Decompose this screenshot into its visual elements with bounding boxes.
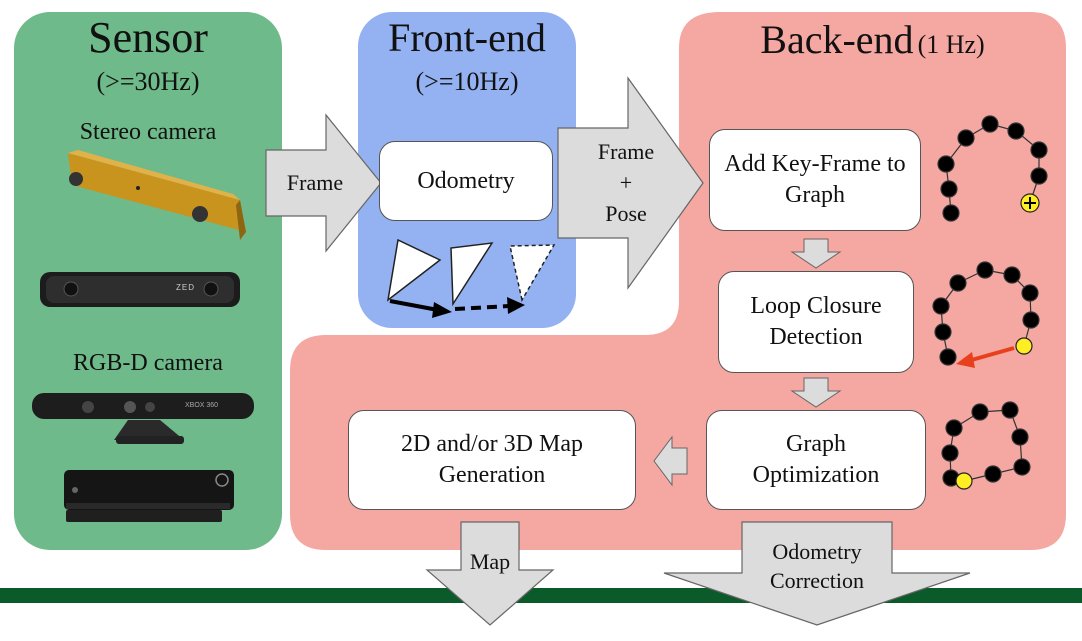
backend-title-group: Back-end (1 Hz) — [679, 14, 1066, 75]
loop-closure-box: Loop Closure Detection — [718, 271, 914, 373]
rgbd-camera-label: RGB-D camera — [73, 350, 223, 376]
motion-arrow-solid — [389, 299, 439, 312]
motion-arrowhead-2 — [507, 297, 525, 314]
frame-pose-label-2: + — [619, 170, 633, 195]
pose-graph-loop — [932, 261, 1040, 366]
xbox-logo: XBOX 360 — [185, 402, 219, 409]
frame-arrow-label: Frame — [286, 170, 344, 195]
map-generation-label: 2D and/or 3D Map Generation — [401, 431, 583, 488]
loop-closure-label: Loop Closure Detection — [750, 293, 882, 350]
map-arrow-label: Map — [469, 549, 511, 574]
odometry-correction-label-2: Correction — [769, 568, 865, 593]
map-arrow — [425, 521, 555, 626]
frontend-title: Front-end — [388, 15, 546, 60]
add-keyframe-box: Add Key-Frame to Graph — [709, 129, 921, 231]
frame-pose-label-1: Frame — [597, 139, 655, 164]
camera-frustum-3 — [509, 244, 556, 303]
odometry-box: Odometry — [379, 141, 553, 221]
pose-graph-keyframe — [937, 115, 1048, 222]
backend-rate: (1 Hz) — [917, 30, 985, 59]
frontend-rate: (>=10Hz) — [415, 67, 519, 96]
left-arrow — [653, 435, 688, 487]
rgbd-camera-kinect360 — [32, 393, 254, 444]
odometry-frames-illustration — [386, 238, 556, 318]
zed-logo: ZED — [176, 283, 195, 292]
loop-closure-edge — [967, 346, 1015, 363]
add-keyframe-label: Add Key-Frame to Graph — [724, 151, 906, 208]
odometry-label: Odometry — [417, 167, 515, 194]
odometry-correction-arrow — [663, 521, 971, 626]
camera-frustum-1 — [386, 238, 442, 302]
down-arrow-1 — [790, 238, 842, 269]
map-generation-box: 2D and/or 3D Map Generation — [348, 410, 636, 510]
frame-pose-arrow — [557, 76, 704, 290]
loop-closure-arrowhead — [956, 352, 975, 368]
backend-title: Back-end — [760, 17, 914, 62]
graph-optimization-box: Graph Optimization — [706, 410, 926, 510]
motion-arrow-dashed — [454, 304, 511, 311]
frame-arrow — [265, 113, 382, 253]
camera-frustum-2 — [450, 242, 494, 307]
pose-graph-optimized — [941, 401, 1031, 490]
stereo-camera-zed — [40, 272, 240, 307]
rgbd-camera-kinect-one — [64, 470, 234, 522]
stereo-camera-gold — [68, 150, 246, 240]
motion-arrowhead-1 — [432, 302, 452, 318]
sensor-title: Sensor — [88, 13, 208, 62]
down-arrow-2 — [790, 377, 842, 408]
odometry-correction-label-1: Odometry — [772, 539, 862, 564]
stereo-camera-label: Stereo camera — [79, 119, 217, 145]
sensor-rate: (>=30Hz) — [96, 67, 200, 96]
graph-optimization-label: Graph Optimization — [752, 431, 880, 488]
frame-pose-label-3: Pose — [605, 201, 647, 226]
